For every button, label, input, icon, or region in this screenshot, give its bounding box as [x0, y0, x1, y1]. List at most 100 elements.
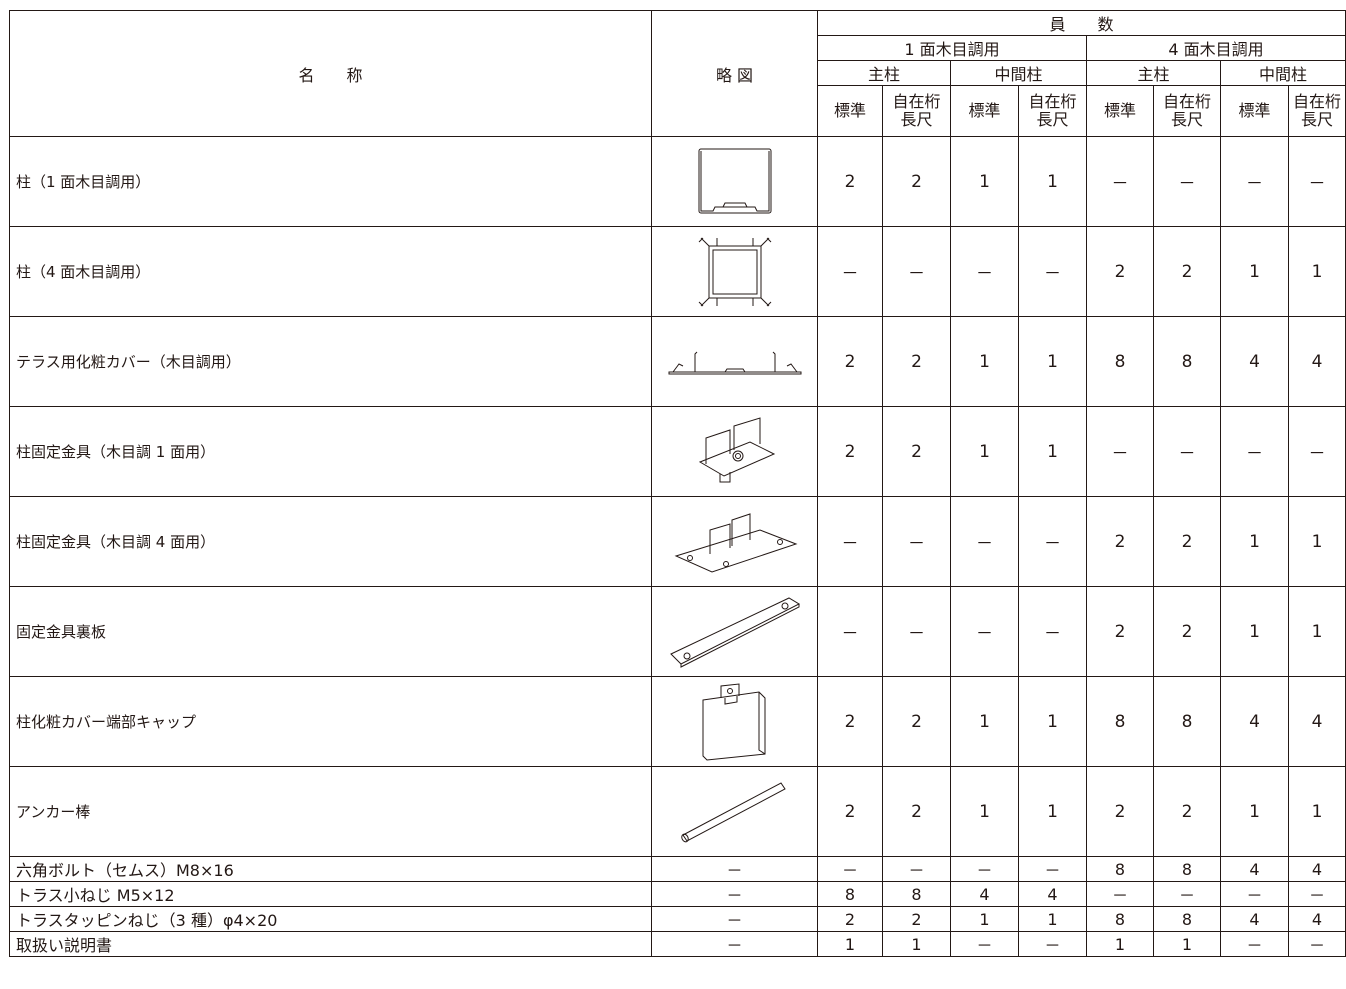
value-cell: 1 — [950, 316, 1019, 407]
value-cell: － — [1153, 136, 1221, 227]
value-cell: 2 — [817, 676, 883, 767]
value-cell: － — [1018, 856, 1087, 882]
value-cell: － — [1287, 931, 1346, 957]
value-cell: 2 — [882, 136, 951, 227]
main-post-header-1: 主柱 — [817, 60, 951, 86]
table-row: トラス小ねじ M5×12 － 8 8 4 4 － － － － — [9, 881, 1346, 907]
value-cell: 1 — [882, 931, 951, 957]
count-header: 員 数 — [816, 10, 1346, 36]
value-cell: － — [1086, 881, 1154, 907]
value-cell: 1 — [1018, 906, 1087, 932]
parts-table: 名 称 略 図 員 数 1 面木目調用 4 面木目調用 主柱 中間柱 主柱 中間… — [9, 10, 1346, 957]
value-cell: － — [1086, 406, 1154, 497]
value-cell: 2 — [882, 906, 951, 932]
value-cell: 1 — [1086, 931, 1154, 957]
value-cell: 2 — [817, 136, 883, 227]
value-cell: 2 — [1086, 586, 1154, 677]
value-cell: 4 — [1018, 881, 1087, 907]
table-row: 柱固定金具（木目調 1 面用） 2 2 1 1 － － － － — [9, 406, 1346, 497]
value-cell: 2 — [1153, 586, 1221, 677]
value-cell: 2 — [817, 316, 883, 407]
value-cell: － — [1287, 406, 1346, 497]
value-cell: 4 — [1287, 906, 1346, 932]
value-cell: 2 — [1153, 226, 1221, 317]
value-cell: 2 — [882, 676, 951, 767]
value-cell: 1 — [1220, 586, 1289, 677]
value-cell: － — [1153, 406, 1221, 497]
value-cell: 1 — [1287, 496, 1346, 587]
value-cell: 4 — [1220, 906, 1289, 932]
mid-post-header-1: 中間柱 — [950, 60, 1087, 86]
part-name: トラス小ねじ M5×12 — [9, 881, 652, 907]
value-cell: 1 — [950, 136, 1019, 227]
diagram-cell: － — [651, 881, 818, 907]
value-cell: 1 — [817, 931, 883, 957]
value-cell: － — [817, 586, 883, 677]
free-long-header: 自在桁長尺 — [882, 85, 951, 137]
value-cell: 2 — [1086, 766, 1154, 857]
post-4-face-icon — [651, 226, 818, 317]
value-cell: － — [1018, 496, 1087, 587]
value-cell: － — [1220, 406, 1289, 497]
name-column-header: 名 称 — [9, 10, 652, 137]
value-cell: 1 — [1153, 931, 1221, 957]
value-cell: － — [1086, 136, 1154, 227]
cover-end-cap-icon — [651, 676, 818, 767]
value-cell: 8 — [1153, 316, 1221, 407]
part-name: 六角ボルト（セムス）M8×16 — [9, 856, 652, 882]
value-cell: 4 — [1287, 676, 1346, 767]
table-row: トラスタッピンねじ（3 種）φ4×20 － 2 2 1 1 8 8 4 4 — [9, 906, 1346, 932]
anchor-rod-icon — [651, 766, 818, 857]
value-cell: － — [950, 856, 1019, 882]
value-cell: － — [1018, 931, 1087, 957]
value-cell: － — [950, 586, 1019, 677]
value-cell: － — [1220, 931, 1289, 957]
value-cell: 8 — [1086, 676, 1154, 767]
value-cell: 1 — [1018, 766, 1087, 857]
value-cell: 8 — [817, 881, 883, 907]
standard-header: 標準 — [950, 85, 1019, 137]
free-long-header: 自在桁長尺 — [1153, 85, 1221, 137]
value-cell: 2 — [1153, 496, 1221, 587]
standard-header: 標準 — [1220, 85, 1289, 137]
post-1-face-icon — [651, 136, 818, 227]
table-row: 柱固定金具（木目調 4 面用） － － － － 2 2 1 1 — [9, 496, 1346, 587]
value-cell: 8 — [1086, 906, 1154, 932]
value-cell: 2 — [1086, 226, 1154, 317]
value-cell: 1 — [1220, 766, 1289, 857]
value-cell: 2 — [882, 766, 951, 857]
table-row: アンカー棒 2 2 1 1 2 2 1 1 — [9, 766, 1346, 857]
part-name: 柱固定金具（木目調 4 面用） — [9, 496, 652, 587]
value-cell: 2 — [1086, 496, 1154, 587]
table-row: 柱（4 面木目調用） － － － － 2 2 1 1 — [9, 226, 1346, 317]
value-cell: 1 — [950, 406, 1019, 497]
terrace-cover-icon — [651, 316, 818, 407]
value-cell: 1 — [950, 906, 1019, 932]
value-cell: － — [950, 496, 1019, 587]
value-cell: 2 — [1153, 766, 1221, 857]
value-cell: － — [817, 496, 883, 587]
value-cell: 2 — [882, 406, 951, 497]
value-cell: 1 — [1018, 676, 1087, 767]
part-name: テラス用化粧カバー（木目調用） — [9, 316, 652, 407]
value-cell: － — [1220, 881, 1289, 907]
value-cell: 1 — [1220, 226, 1289, 317]
value-cell: 4 — [1220, 856, 1289, 882]
value-cell: 1 — [1018, 406, 1087, 497]
value-cell: － — [1287, 136, 1346, 227]
value-cell: 8 — [1086, 316, 1154, 407]
part-name: 固定金具裏板 — [9, 586, 652, 677]
part-name: 柱固定金具（木目調 1 面用） — [9, 406, 652, 497]
part-name: 取扱い説明書 — [9, 931, 652, 957]
value-cell: 4 — [1220, 676, 1289, 767]
diagram-cell: － — [651, 931, 818, 957]
value-cell: 1 — [1220, 496, 1289, 587]
main-post-header-4: 主柱 — [1086, 60, 1221, 86]
value-cell: 2 — [817, 906, 883, 932]
table-row: 六角ボルト（セムス）M8×16 － － － － － 8 8 4 4 — [9, 856, 1346, 882]
value-cell: 8 — [1153, 906, 1221, 932]
value-cell: 1 — [1287, 586, 1346, 677]
value-cell: － — [1220, 136, 1289, 227]
table-row: 固定金具裏板 － － － － 2 2 1 1 — [9, 586, 1346, 677]
value-cell: － — [1287, 881, 1346, 907]
